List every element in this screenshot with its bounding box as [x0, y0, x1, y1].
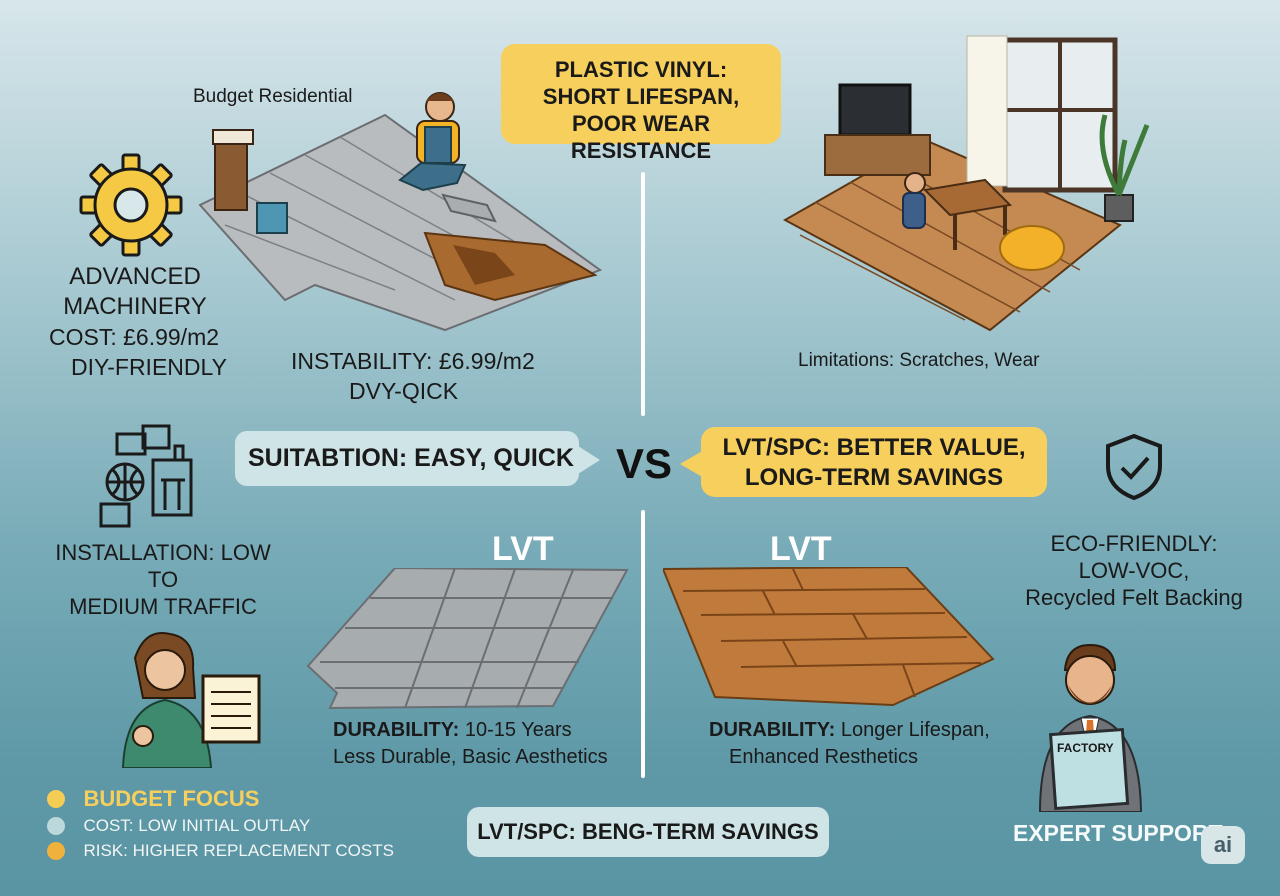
value-bubble-pointer: [680, 450, 704, 478]
budget-residential-caption: Budget Residential: [193, 86, 353, 107]
installation-line-1: INSTALLATION: LOW TO: [55, 540, 271, 592]
lvt-right-title: LVT: [770, 530, 832, 568]
suitability-bubble-pointer: [578, 446, 600, 474]
expert-man-illustration: [1038, 643, 1143, 812]
ai-badge-text: ai: [1213, 832, 1233, 857]
plastic-vinyl-line-3: POOR WEAR RESISTANCE: [570, 111, 712, 163]
legend-budget-text: BUDGET FOCUS: [83, 786, 260, 811]
lvt-left-title: LVT: [492, 530, 554, 568]
gear-line-2: MACHINERY: [63, 293, 207, 320]
eco-line-1: ECO-FRIENDLY:: [1050, 531, 1218, 556]
better-value-line-1: LVT/SPC: BETTER VALUE,: [722, 434, 1026, 461]
lvt-right-durability-value: Longer Lifespan,: [840, 719, 990, 741]
legend-dot-teal: [47, 817, 65, 835]
legend-item-budget: BUDGET FOCUS: [47, 786, 259, 812]
better-value-line-2: LONG-TERM SAVINGS: [744, 464, 1004, 491]
legend-item-risk: RISK: HIGHER REPLACEMENT COSTS: [47, 841, 394, 861]
living-room-illustration: [782, 35, 1150, 332]
instability-text: INSTABILITY: £6.99/m2: [291, 348, 535, 374]
lvt-left-sub: Less Durable, Basic Aesthetics: [333, 746, 608, 768]
dvy-text: DVY-QICK: [349, 378, 459, 404]
limitations-caption: Limitations: Scratches, Wear: [798, 350, 1040, 371]
legend-dot-orange: [47, 842, 65, 860]
legend-cost-text: COST: LOW INITIAL OUTLAY: [83, 816, 311, 835]
machinery-icon: [99, 424, 193, 528]
vinyl-install-illustration: [198, 92, 603, 332]
legend-dot-yellow: [47, 790, 65, 808]
woman-clipboard-illustration: [121, 632, 261, 768]
center-divider-top: [641, 172, 645, 416]
better-value-bubble: LVT/SPC: BETTER VALUE, LONG-TERM SAVINGS: [701, 427, 1047, 497]
shield-check-icon: [1106, 433, 1162, 501]
bottom-savings-bubble: LVT/SPC: BENG-TERM SAVINGS: [467, 807, 829, 857]
plastic-vinyl-line-1: PLASTIC VINYL:: [554, 57, 728, 82]
gear-line-1: ADVANCED: [69, 263, 201, 290]
center-divider-bottom: [641, 510, 645, 778]
bottom-savings-text: LVT/SPC: BENG-TERM SAVINGS: [477, 819, 819, 844]
suitability-bubble: SUITABTION: EASY, QUICK: [235, 431, 579, 486]
eco-line-3: Recycled Felt Backing: [1025, 585, 1243, 610]
plastic-vinyl-bubble: PLASTIC VINYL: SHORT LIFESPAN, POOR WEAR…: [501, 44, 781, 163]
suitability-text: SUITABTION: EASY, QUICK: [248, 444, 574, 472]
cost-text: COST: £6.99/m2: [49, 324, 220, 350]
diy-text: DIY-FRIENDLY: [71, 354, 227, 380]
gear-icon: [79, 153, 183, 257]
vs-label: VS: [616, 440, 673, 487]
grey-tile-floor: [306, 568, 629, 710]
legend-risk-text: RISK: HIGHER REPLACEMENT COSTS: [83, 841, 394, 860]
ai-badge: ai: [1201, 826, 1245, 864]
lvt-left-durability-value: 10-15 Years: [464, 719, 572, 741]
installation-line-2: MEDIUM TRAFFIC: [69, 594, 257, 619]
expert-support-label: EXPERT SUPPORT: [1013, 820, 1223, 846]
wood-plank-floor: [663, 567, 995, 707]
eco-line-2: LOW-VOC,: [1078, 558, 1190, 583]
legend-item-cost: COST: LOW INITIAL OUTLAY: [47, 816, 310, 836]
factory-label: FACTORY: [1057, 741, 1114, 755]
lvt-right-sub: Enhanced Resthetics: [729, 746, 919, 768]
lvt-left-durability-label: DURABILITY:: [333, 719, 460, 741]
lvt-right-durability-label: DURABILITY:: [709, 719, 836, 741]
plastic-vinyl-line-2: SHORT LIFESPAN,: [542, 84, 740, 109]
